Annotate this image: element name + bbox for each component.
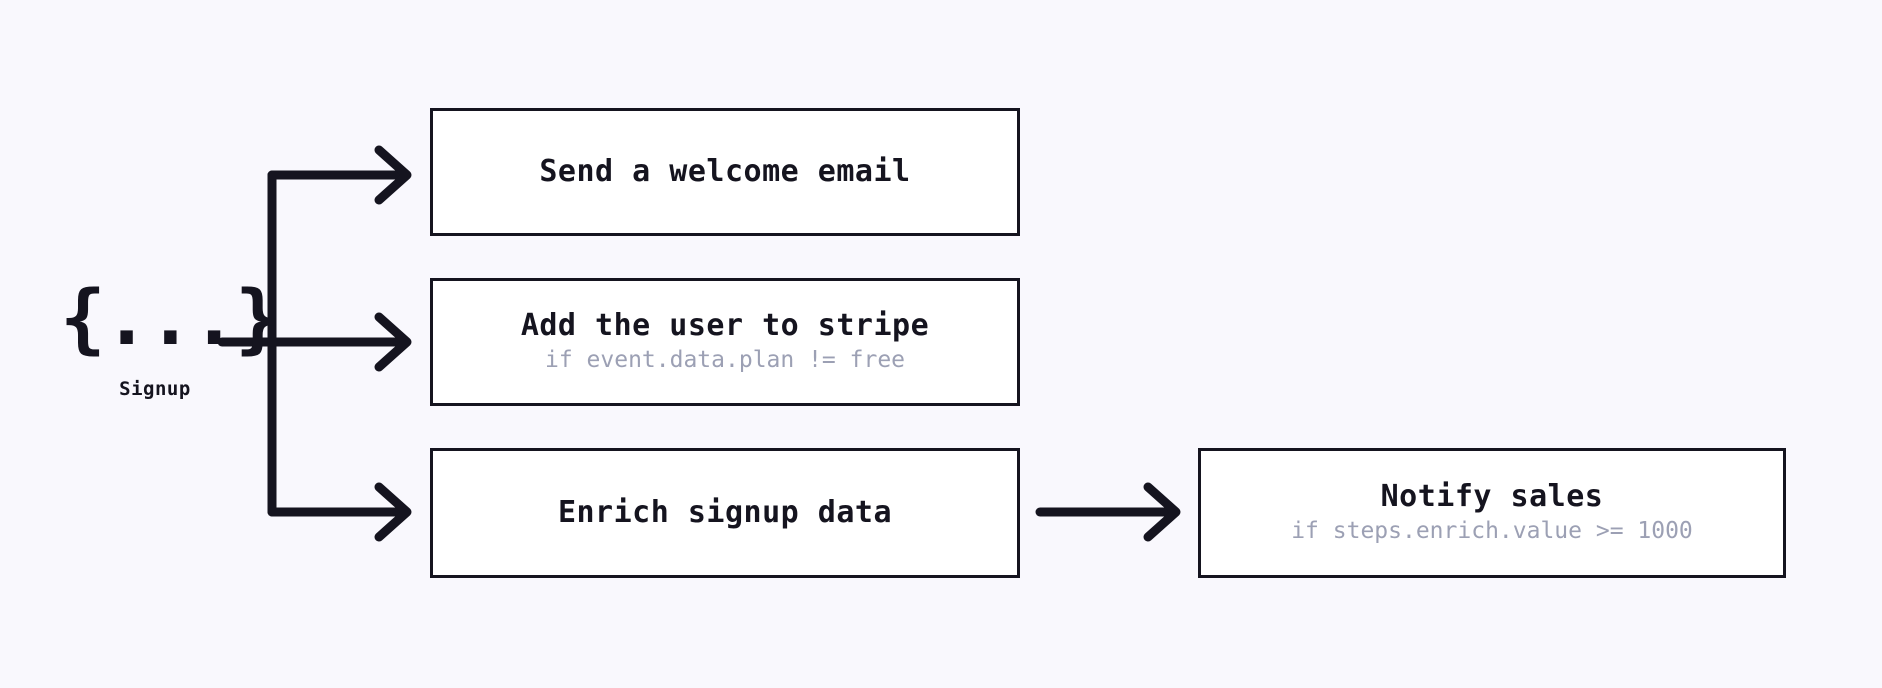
step-title: Add the user to stripe	[520, 307, 930, 343]
step-node-notify[interactable]: Notify sales if steps.enrich.value >= 10…	[1198, 448, 1786, 578]
step-node-enrich[interactable]: Enrich signup data	[430, 448, 1020, 578]
arrowhead-stripe	[374, 312, 412, 372]
trigger-node-signup[interactable]: {...} Signup	[60, 273, 281, 401]
arrowhead-enrich	[374, 482, 412, 542]
step-condition: if steps.enrich.value >= 1000	[1291, 518, 1693, 545]
arrowhead-welcome	[374, 145, 412, 205]
step-condition: if event.data.plan != free	[544, 347, 906, 374]
step-node-welcome[interactable]: Send a welcome email	[430, 108, 1020, 236]
json-braces-icon: {...}	[60, 273, 281, 362]
step-node-stripe[interactable]: Add the user to stripe if event.data.pla…	[430, 278, 1020, 406]
step-title: Notify sales	[1380, 478, 1604, 514]
arrowhead-notify	[1143, 482, 1181, 542]
step-title: Enrich signup data	[557, 494, 893, 530]
trigger-label: Signup	[119, 378, 191, 400]
step-title: Send a welcome email	[539, 153, 911, 189]
